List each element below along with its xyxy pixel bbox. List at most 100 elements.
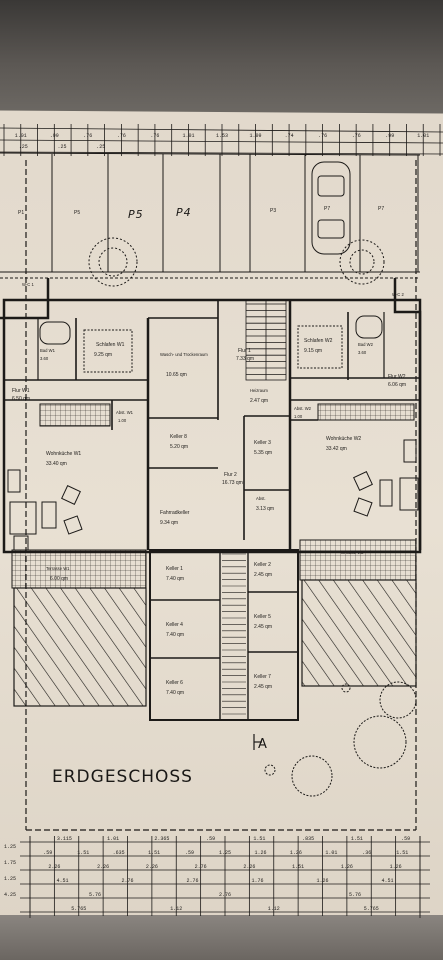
room-name-flur-w2: Flur W2 <box>388 374 406 380</box>
room-name-abst: Abst. <box>256 496 266 501</box>
room-area-flur-w1: 6.50 qm <box>12 396 30 402</box>
dimension-label: .76 <box>352 133 361 139</box>
room-area-terrasse-w1: 6.00 qm <box>50 576 68 582</box>
dimension-label: .59 <box>401 836 410 842</box>
room-name-keller-6: Keller 6 <box>166 680 183 686</box>
tree-icon <box>88 237 385 287</box>
staircase <box>245 299 287 381</box>
dimension-label: .25 <box>96 144 105 150</box>
dimension-label: 1.51 <box>292 864 304 870</box>
dimension-label: 2.26 <box>146 864 158 870</box>
dimension-label: 1.51 <box>253 836 265 842</box>
dimension-label: 1.26 <box>290 850 302 856</box>
room-name-abst-w2: Abst. W2 <box>294 406 312 411</box>
room-name-flur-2: Flur 2 <box>224 472 237 478</box>
terrace-right <box>299 539 417 581</box>
top-dimension-chain <box>0 124 443 156</box>
side-dimension-label: 1.75 <box>4 860 16 866</box>
dimension-label: 1.01 <box>15 133 27 139</box>
room-name-keller-3: Keller 3 <box>254 440 271 446</box>
dimension-label: 1.09 <box>249 133 261 139</box>
room-name-wohnkueche-w1: Wohnküche W1 <box>46 451 81 457</box>
dimension-label: 4.51 <box>56 878 68 884</box>
room-area-schlafen-w2: 9.15 qm <box>304 348 322 354</box>
dimension-label: 2.365 <box>154 836 169 842</box>
room-name-keller-2: Keller 2 <box>254 562 271 568</box>
dimension-label: 1.51 <box>77 850 89 856</box>
dimension-label: 1.26 <box>390 864 402 870</box>
cellar-block <box>149 549 299 721</box>
dimension-label: 2.26 <box>48 864 60 870</box>
room-area-flur-1: 7.33 qm <box>236 356 254 362</box>
room-area-keller-7: 2.45 qm <box>254 684 272 690</box>
room-name-terrasse-w2: Terrasse W2 <box>340 550 364 555</box>
side-dimension-label: 1.25 <box>4 844 16 850</box>
room-name-keller-8: Keller 8 <box>170 434 187 440</box>
dimension-label: .99 <box>50 133 59 139</box>
dimension-label: 1.01 <box>107 836 119 842</box>
room-area-keller-5: 2.45 qm <box>254 624 272 630</box>
dimension-label: .25 <box>57 144 66 150</box>
dimension-label: 1.51 <box>351 836 363 842</box>
room-area-schlafen-w1: 9.25 qm <box>94 352 112 358</box>
room-name-fahrradkeller: Fahrradkeller <box>160 510 190 516</box>
wc-label-left: W-C 1 <box>22 282 34 287</box>
dimension-label: 4.51 <box>381 878 393 884</box>
dimension-label: .76 <box>83 133 92 139</box>
dimension-label: .76 <box>318 133 327 139</box>
dimension-label: 2.26 <box>97 864 109 870</box>
dimension-label: .76 <box>150 133 159 139</box>
dimension-label: .59 <box>206 836 215 842</box>
dimension-label: .635 <box>113 850 125 856</box>
parking-label-5: P3 <box>270 208 276 214</box>
dimension-label: 5.765 <box>364 906 379 912</box>
room-area-wohnkueche-w1: 33.40 qm <box>46 461 67 467</box>
room-name-wasch: Wasch- und Trockenraum <box>160 352 208 357</box>
room-name-abst-w1: Abst. W1 <box>116 410 134 415</box>
car-icon <box>311 161 351 255</box>
room-name-schlafen-w1: Schlafen W1 <box>96 342 125 348</box>
room-name-heizraum: Heizraum <box>250 388 268 393</box>
dimension-label: .25 <box>19 144 28 150</box>
dimension-label: 5.76 <box>349 892 361 898</box>
room-name-schlafen-w2: Schlafen W2 <box>304 338 333 344</box>
drawing-frame <box>25 160 417 831</box>
parking-label-4: P4 <box>176 206 192 219</box>
shrub-icon <box>264 681 417 797</box>
side-dimension-labels: 1.25 1.75 1.25 4.25 <box>4 844 16 898</box>
dimension-label: .835 <box>302 836 314 842</box>
dimension-label: 1.01 <box>182 133 194 139</box>
room-area-flur-2: 16.73 qm <box>222 480 243 486</box>
dimension-label: .36 <box>362 850 371 856</box>
side-dimension-label: 1.25 <box>4 876 16 882</box>
parking-label-6: P7 <box>324 206 330 212</box>
dimension-label: 5.765 <box>71 906 86 912</box>
room-name-keller-4: Keller 4 <box>166 622 183 628</box>
room-name-bad-w2: Bad W2 <box>358 342 374 347</box>
photo-background-top <box>0 0 443 118</box>
room-name-terrasse-w1: Terrasse W1 <box>46 566 70 571</box>
room-area-wasch: 10.65 qm <box>166 372 187 378</box>
side-dimension-label: 4.25 <box>4 892 16 898</box>
furniture <box>7 315 419 551</box>
room-area-keller-6: 7.40 qm <box>166 690 184 696</box>
dimension-label: 1.01 <box>417 133 429 139</box>
dimension-label: .59 <box>185 850 194 856</box>
dimension-label: 2.76 <box>121 878 133 884</box>
room-name-flur-1: Flur 1 <box>238 348 251 354</box>
garden-hatch-left <box>13 587 147 707</box>
room-area-bad-w2: 3.60 <box>358 350 367 355</box>
dimension-label: 2.76 <box>186 878 198 884</box>
room-area-keller-8: 5.20 qm <box>170 444 188 450</box>
room-name-keller-5: Keller 5 <box>254 614 271 620</box>
parking-area <box>0 152 421 279</box>
room-name-keller-7: Keller 7 <box>254 674 271 680</box>
section-marker-label: A <box>258 737 268 752</box>
dimension-label: 1.26 <box>254 850 266 856</box>
building-walls <box>0 278 422 554</box>
dimension-label: 2.76 <box>219 892 231 898</box>
dimension-label: 1.01 <box>325 850 337 856</box>
dimension-label: 1.51 <box>148 850 160 856</box>
dimension-label: 1.26 <box>341 864 353 870</box>
wc-label-right: W-C 2 <box>392 292 404 297</box>
